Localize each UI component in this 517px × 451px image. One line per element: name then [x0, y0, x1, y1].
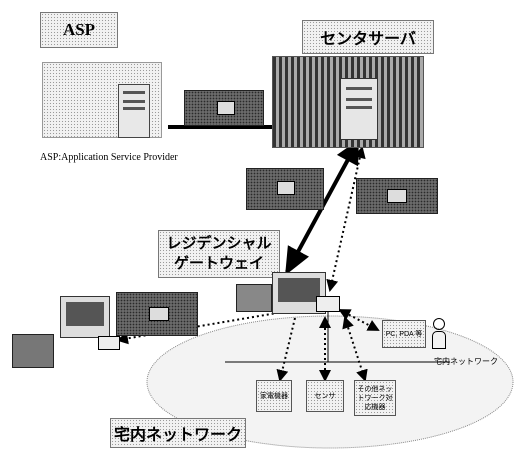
- package-icon: [217, 101, 235, 115]
- other-device-line1: その他ネッ: [358, 385, 393, 394]
- sensor-device: センサ: [306, 380, 344, 412]
- package-icon: [277, 181, 295, 195]
- center-to-home-dotted: [330, 148, 362, 290]
- other-network-device: その他ネッ トワーク対 応機器: [354, 380, 396, 416]
- home-network-title: 宅内ネットワーク: [110, 418, 246, 448]
- gateway-device: [316, 296, 340, 312]
- gateway-label-line2: ゲートウェイ: [174, 254, 264, 274]
- remote-pc: [60, 296, 110, 338]
- remote-device: [98, 336, 120, 350]
- data-card-remote: [116, 292, 198, 336]
- remote-house: [12, 334, 54, 368]
- center-server-label: センタサーバ: [302, 20, 434, 54]
- data-card-center-left: [246, 168, 324, 210]
- gateway-label: レジデンシャル ゲートウェイ: [158, 230, 280, 278]
- other-device-line3: 応機器: [365, 403, 386, 412]
- asp-label: ASP: [40, 12, 118, 48]
- gateway-house: [236, 284, 272, 312]
- mail-icon: [387, 189, 407, 203]
- gateway-label-line1: レジデンシャル: [166, 234, 271, 254]
- appliance-device: 家電機器: [256, 380, 292, 412]
- home-network-small-label: 宅内ネットワーク: [434, 356, 498, 367]
- center-server-icon: [340, 78, 378, 140]
- data-card-center-right: [356, 178, 438, 214]
- asp-caption: ASP:Application Service Provider: [40, 152, 178, 163]
- pc-pda-device: PC, PDA 等: [382, 320, 426, 348]
- mail-icon: [149, 307, 169, 321]
- data-card-asp: [184, 90, 264, 126]
- other-device-line2: トワーク対: [358, 394, 393, 403]
- person-icon: [432, 318, 446, 348]
- asp-server-icon: [118, 84, 150, 138]
